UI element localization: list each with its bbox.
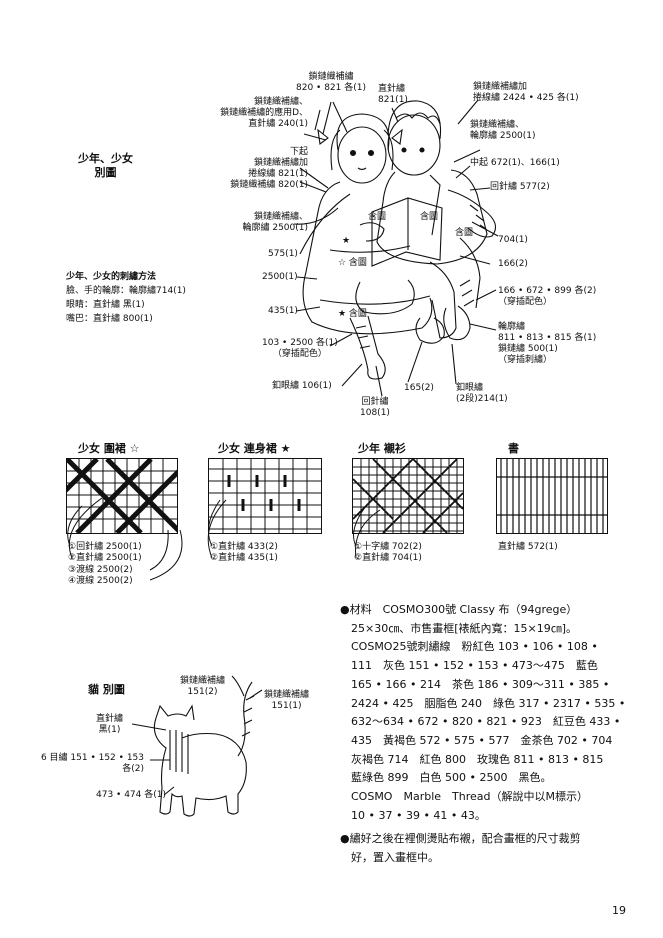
materials-line: 435 黃褐色 572 • 575 • 577 金茶色 702 • 704 (340, 732, 610, 751)
materials-line: COSMO25號刺繡線 粉紅色 103 • 106 • 108 • (340, 638, 610, 657)
cat-label-473: 473 • 474 各(1) (96, 790, 166, 801)
note-line: ●繡好之後在裡側燙貼布襯，配合畫框的尺寸裁剪 (340, 829, 612, 848)
materials-block: ●材料 COSMO300號 Classy 布（94grege） 25×30㎝、市… (340, 601, 610, 825)
page-number: 19 (612, 904, 626, 917)
materials-line: 藍綠色 899 白色 500 • 2500 黑色。 (340, 769, 610, 788)
materials-line: ●材料 COSMO300號 Classy 布（94grege） (340, 601, 610, 620)
cat-label-straight: 直針繡 黑(1) (96, 714, 123, 736)
materials-line: 632～634 • 672 • 820 • 821 • 923 紅豆色 433 … (340, 713, 610, 732)
note-line: 好，置入畫框中。 (340, 848, 612, 867)
materials-line: 10 • 37 • 39 • 41 • 43。 (340, 807, 610, 826)
cat-label-chain-2: 鎖鏈織補繡 151(1) (264, 690, 309, 712)
materials-line: 111 灰色 151 • 152 • 153 • 473～475 藍色 (340, 657, 610, 676)
materials-line: 165 • 166 • 214 茶色 186 • 309～311 • 385 • (340, 676, 610, 695)
materials-line: COSMO Marble Thread（解說中以M標示） (340, 788, 610, 807)
cat-label-chain-1: 鎖鏈織補繡 151(2) (180, 676, 225, 698)
materials-line: 灰褐色 714 紅色 800 玫瑰色 811 • 813 • 815 (340, 751, 610, 770)
materials-line: 25×30㎝、市售畫框[裱紙內寬：15×19㎝]。 (340, 620, 610, 639)
cat-title: 貓 別圖 (88, 681, 125, 697)
finishing-note: ●繡好之後在裡側燙貼布襯，配合畫框的尺寸裁剪 好，置入畫框中。 (340, 829, 612, 867)
cat-label-six: 6 目繡 151 • 152 • 153 各(2) (40, 753, 144, 775)
materials-line: 2424 • 425 胭脂色 240 綠色 317 • 2317 • 535 • (340, 695, 610, 714)
